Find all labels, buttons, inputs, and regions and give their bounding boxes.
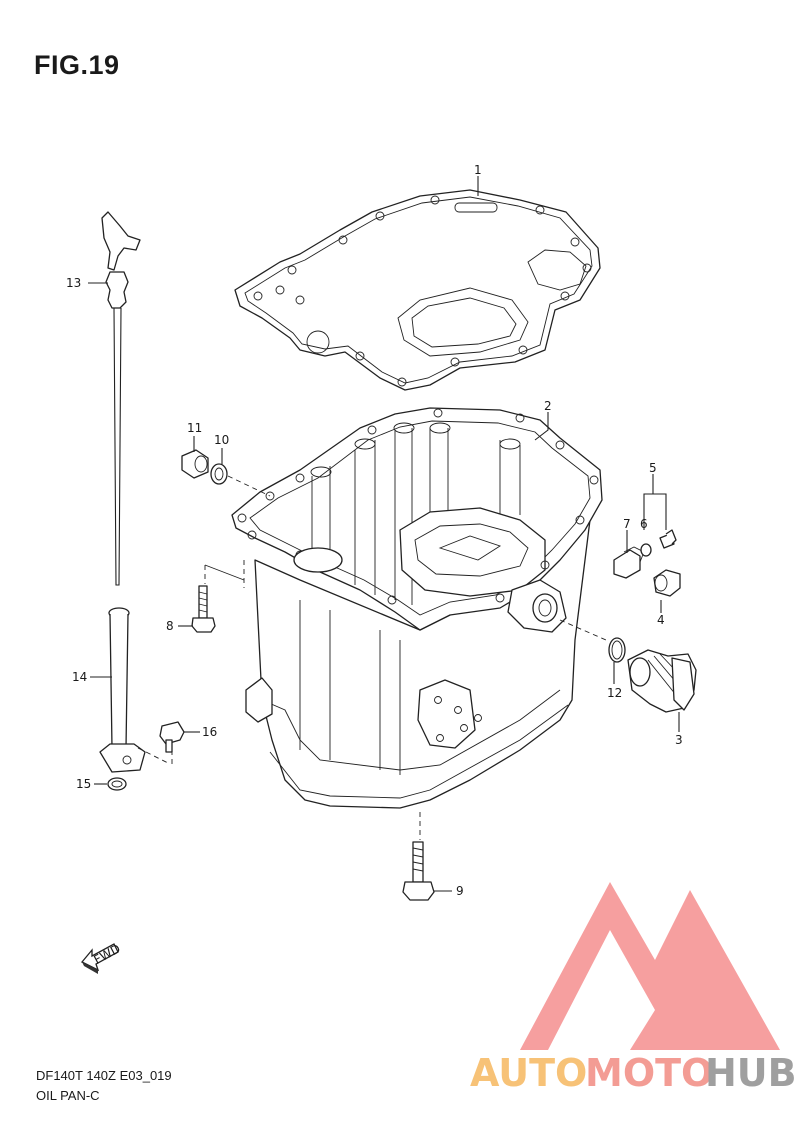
callout-13: 13 xyxy=(66,276,81,290)
callout-2: 2 xyxy=(544,399,552,413)
small-bolt-part-6 xyxy=(659,529,677,549)
fwd-direction-arrow: FWD xyxy=(80,941,123,974)
cap-part-4 xyxy=(653,569,681,597)
callout-11: 11 xyxy=(187,421,202,435)
callout-10: 10 xyxy=(214,433,229,447)
callout-1: 1 xyxy=(474,163,482,177)
watermark-moto: MOTO xyxy=(585,1051,713,1095)
bolt-part-8 xyxy=(191,585,216,633)
bolt-part-9 xyxy=(402,841,435,901)
footer-section-name: OIL PAN-C xyxy=(36,1088,100,1103)
callout-7: 7 xyxy=(623,517,631,531)
bolt-part-16 xyxy=(159,721,185,753)
drain-plug-part-3 xyxy=(627,649,697,713)
watermark-auto: AUTO xyxy=(470,1051,587,1095)
footer-model-code: DF140T 140Z E03_019 xyxy=(36,1068,172,1083)
callout-12: 12 xyxy=(607,686,622,700)
callout-6: 6 xyxy=(640,517,648,531)
callout-14: 14 xyxy=(72,670,87,684)
callout-15: 15 xyxy=(76,777,91,791)
fwd-label: FWD xyxy=(91,941,122,967)
dipstick-part-13 xyxy=(101,211,141,586)
figure-title: FIG.19 xyxy=(34,50,120,80)
watermark-logo: AUTO MOTO HUB xyxy=(470,882,797,1095)
callout-3: 3 xyxy=(675,733,683,747)
callout-labels: 1 2 3 4 5 6 7 8 9 10 11 12 13 14 15 16 xyxy=(66,163,683,898)
leader-lines xyxy=(88,176,680,892)
o-ring-part-15 xyxy=(107,777,127,791)
callout-4: 4 xyxy=(657,613,665,627)
washer-part-10 xyxy=(210,463,228,485)
callout-9: 9 xyxy=(456,884,464,898)
gasket-part-1 xyxy=(234,189,601,391)
fitting-part-7 xyxy=(613,543,652,579)
oil-pan-part-2 xyxy=(231,407,603,809)
callout-16: 16 xyxy=(202,725,217,739)
callout-5: 5 xyxy=(649,461,657,475)
plug-part-11 xyxy=(181,449,209,479)
o-ring-part-12 xyxy=(608,637,626,663)
watermark-hub: HUB xyxy=(705,1051,797,1095)
guide-tube-part-14 xyxy=(99,607,146,773)
callout-8: 8 xyxy=(166,619,174,633)
